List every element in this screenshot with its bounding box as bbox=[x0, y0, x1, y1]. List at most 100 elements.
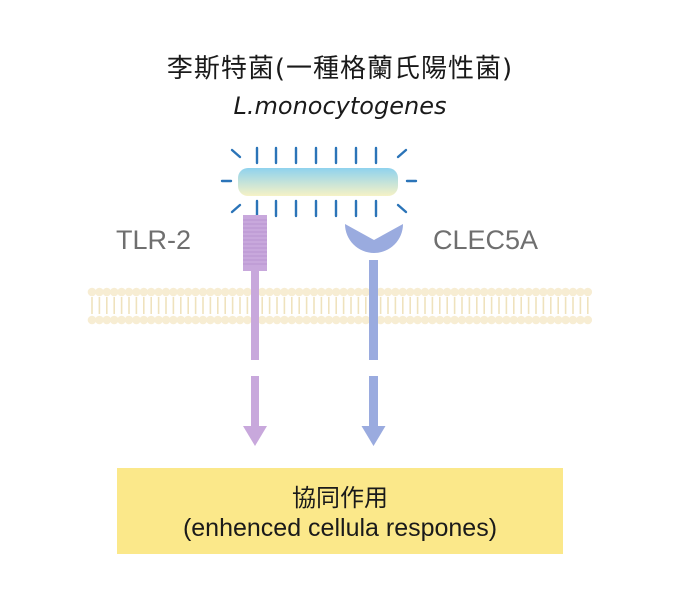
lipid-head bbox=[539, 315, 548, 325]
lipid-head bbox=[228, 287, 237, 297]
lipid-head bbox=[583, 315, 593, 325]
lipid-head bbox=[331, 287, 341, 297]
lipid-head bbox=[257, 315, 267, 325]
lipid-head bbox=[354, 287, 363, 297]
lipid-head bbox=[146, 287, 156, 297]
lipid-head bbox=[383, 287, 393, 297]
lipid-head bbox=[331, 315, 341, 325]
lipid-head bbox=[494, 287, 504, 297]
lipid-head bbox=[376, 287, 385, 297]
tlr2-label: TLR-2 bbox=[116, 225, 192, 255]
clec5a-label: CLEC5A bbox=[433, 225, 539, 255]
lipid-head bbox=[324, 287, 334, 297]
lipid-head bbox=[87, 315, 97, 325]
lipid-head bbox=[87, 287, 97, 297]
lipid-head bbox=[450, 287, 459, 297]
lipid-head bbox=[457, 315, 467, 325]
lipid-head bbox=[450, 315, 459, 325]
lipid-head bbox=[516, 287, 526, 297]
lipid-head bbox=[546, 315, 556, 325]
lipid-head bbox=[546, 287, 556, 297]
lipid-head bbox=[302, 287, 311, 297]
lipid-head bbox=[198, 287, 208, 297]
lipid-head bbox=[442, 287, 452, 297]
result-english: (enhenced cellula respones) bbox=[182, 514, 498, 542]
lipid-head bbox=[169, 315, 178, 325]
lipid-head bbox=[206, 315, 215, 325]
bacterium-body bbox=[238, 168, 398, 196]
lipid-head bbox=[191, 315, 200, 325]
lipid-head bbox=[235, 287, 245, 297]
arrow-head bbox=[361, 426, 386, 446]
lipid-head bbox=[235, 315, 245, 325]
lipid-head bbox=[265, 315, 274, 325]
lipid-head bbox=[516, 315, 526, 325]
result-box: 協同作用 (enhenced cellula respones) bbox=[117, 468, 563, 554]
lipid-head bbox=[391, 315, 400, 325]
lipid-head bbox=[531, 315, 541, 325]
result-chinese: 協同作用 bbox=[292, 484, 388, 512]
lipid-head bbox=[243, 287, 252, 297]
lipid-head bbox=[220, 287, 230, 297]
lipid-head bbox=[561, 287, 570, 297]
lipid-head bbox=[435, 287, 445, 297]
lipid-head bbox=[161, 315, 171, 325]
arrow-head bbox=[243, 426, 267, 446]
lipid-head bbox=[457, 287, 467, 297]
lipid-head bbox=[272, 315, 282, 325]
lipid-head bbox=[539, 287, 548, 297]
lipid-head bbox=[553, 287, 563, 297]
lipid-head bbox=[109, 315, 119, 325]
lipid-head bbox=[531, 287, 541, 297]
lipid-head bbox=[391, 287, 400, 297]
lipid-head bbox=[339, 287, 348, 297]
tlr2-receptor bbox=[243, 215, 267, 446]
lipid-head bbox=[280, 315, 289, 325]
lipid-head bbox=[206, 287, 215, 297]
lipid-head bbox=[413, 315, 422, 325]
lipid-head bbox=[220, 315, 230, 325]
lipid-head bbox=[553, 315, 563, 325]
lipid-head bbox=[413, 287, 422, 297]
lipid-head bbox=[524, 315, 533, 325]
arrow-shaft bbox=[369, 376, 378, 426]
lipid-head bbox=[568, 287, 578, 297]
lipid-head bbox=[139, 287, 149, 297]
lipid-head bbox=[405, 315, 415, 325]
lipid-head bbox=[169, 287, 178, 297]
lipid-head bbox=[294, 287, 304, 297]
lipid-head bbox=[568, 315, 578, 325]
lipid-head bbox=[383, 315, 393, 325]
lipid-head bbox=[213, 315, 223, 325]
bacterium-pili bbox=[220, 146, 418, 218]
lipid-head bbox=[257, 287, 267, 297]
lipid-head bbox=[132, 315, 141, 325]
cell-membrane bbox=[87, 287, 593, 325]
lipid-head bbox=[302, 315, 311, 325]
lipid-head bbox=[176, 315, 186, 325]
lipid-head bbox=[95, 287, 104, 297]
lipid-head bbox=[509, 287, 519, 297]
lipid-head bbox=[117, 315, 126, 325]
lipid-head bbox=[176, 287, 186, 297]
lipid-head bbox=[435, 315, 445, 325]
bacterium-name-chinese: 李斯特菌(一種格蘭氏陽性菌) bbox=[166, 54, 514, 84]
lipid-head bbox=[361, 315, 371, 325]
lipid-head bbox=[294, 315, 304, 325]
lipid-head bbox=[442, 315, 452, 325]
tlr2-signal-arrow bbox=[243, 376, 267, 446]
lipid-head bbox=[213, 287, 223, 297]
lipid-head bbox=[102, 315, 112, 325]
tlr2-domain-stripes bbox=[243, 219, 267, 265]
lipid-head bbox=[309, 315, 319, 325]
clec5a-binding-domain bbox=[345, 224, 403, 253]
lipid-head bbox=[183, 287, 193, 297]
lipid-head bbox=[280, 287, 289, 297]
pilus bbox=[396, 203, 408, 214]
arrow-shaft bbox=[251, 376, 259, 426]
clec5a-stalk bbox=[369, 260, 378, 360]
lipid-head bbox=[102, 287, 112, 297]
lipid-head bbox=[524, 287, 533, 297]
lipid-head bbox=[576, 315, 585, 325]
lipid-head bbox=[472, 287, 482, 297]
